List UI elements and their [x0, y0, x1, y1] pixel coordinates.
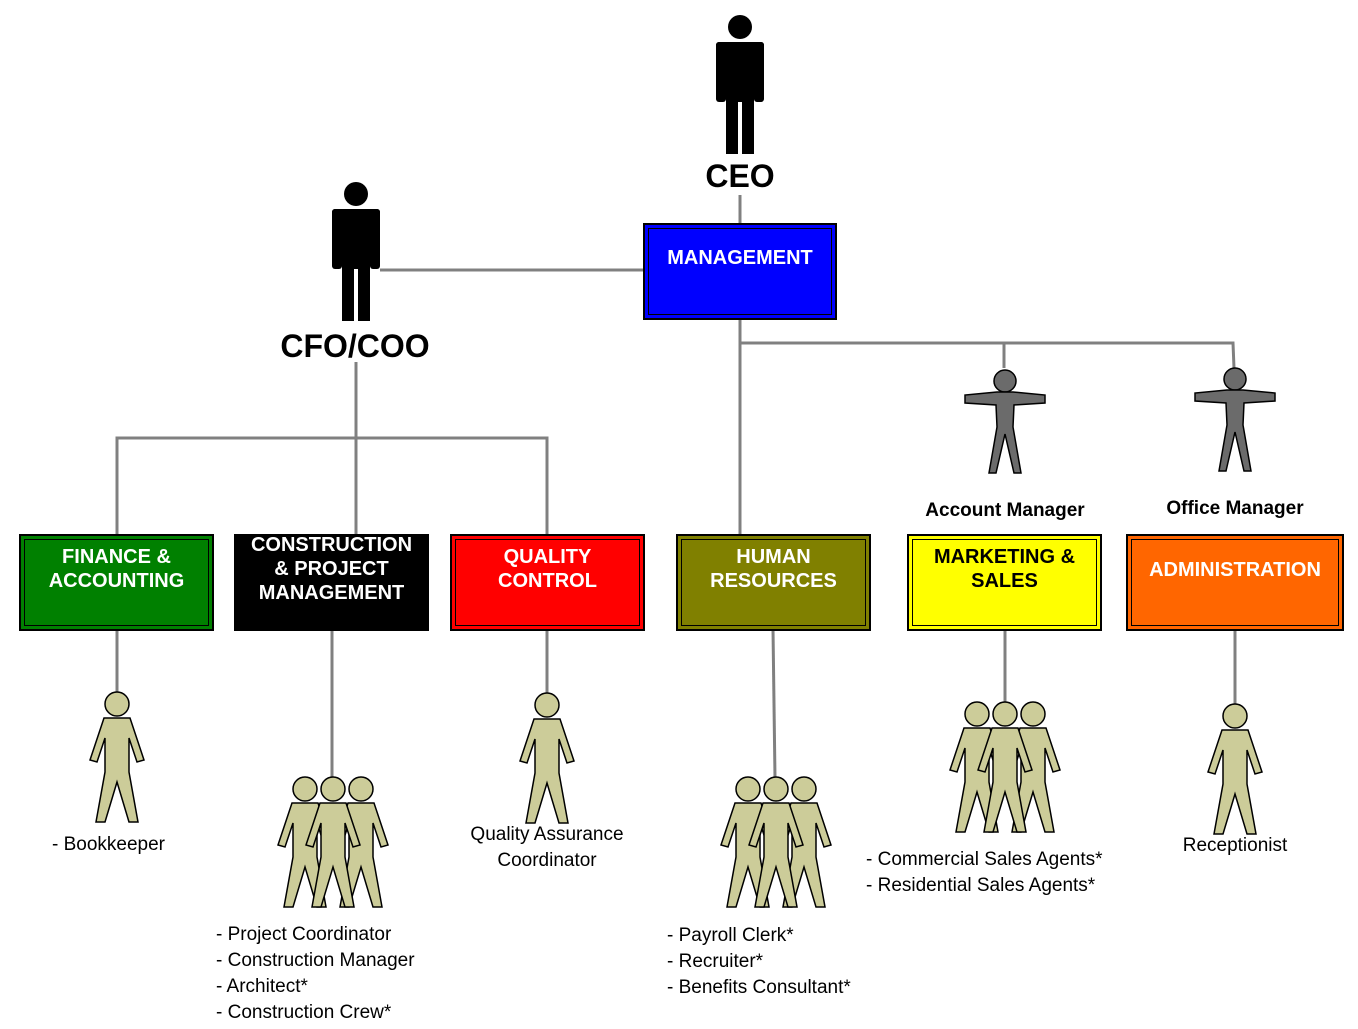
department-box-marketing[interactable]: MARKETING & SALES — [907, 534, 1102, 631]
department-box-quality[interactable]: QUALITY CONTROL — [450, 534, 645, 631]
department-label: HUMAN RESOURCES — [710, 546, 837, 592]
ceo-person-icon — [716, 15, 764, 154]
department-box-finance[interactable]: FINANCE & ACCOUNTING — [19, 534, 214, 631]
bookkeeper-person-icon — [89, 691, 145, 823]
cfo-person-icon — [332, 182, 380, 321]
department-box-inner-border — [912, 539, 1097, 626]
finance-staff-list: - Bookkeeper — [52, 832, 165, 858]
staff-item: - Commercial Sales Agents* — [866, 849, 1103, 870]
staff-item: - Project Coordinator — [216, 924, 392, 945]
staff-item: Quality Assurance — [470, 824, 624, 845]
hr-staff-group-icon — [720, 776, 832, 908]
sales-staff-group-icon — [949, 701, 1061, 833]
management-label: MANAGEMENT — [667, 247, 813, 269]
staff-item: Coordinator — [497, 850, 597, 871]
staff-item: - Construction Crew* — [216, 1002, 392, 1023]
construction-staff-group-icon — [277, 776, 389, 908]
staff-item: - Bookkeeper — [52, 834, 166, 855]
quality-staff-list: Quality Assurance Coordinator — [447, 822, 647, 874]
department-label: QUALITY CONTROL — [498, 546, 597, 592]
management-box-inner-border — [648, 228, 832, 315]
ceo-label: CEO — [705, 158, 775, 194]
department-box-inner-border — [455, 539, 640, 626]
department-label: MARKETING & SALES — [933, 546, 1076, 592]
staff-item: - Benefits Consultant* — [667, 977, 851, 998]
department-label: ADMINISTRATION — [1149, 559, 1321, 581]
cfo-label: CFO/COO — [280, 328, 430, 364]
hr-staff-line — [771, 628, 777, 779]
cfo-branch-line — [115, 436, 549, 536]
office-manager-label: Office Manager — [1166, 498, 1304, 519]
staff-item: - Construction Manager — [216, 950, 415, 971]
hr-staff-list: - Payroll Clerk* - Recruiter* - Benefits… — [667, 923, 851, 1001]
quality-assurance-person-icon — [519, 692, 575, 824]
management-branch-line — [740, 341, 1236, 369]
staff-item: - Architect* — [216, 976, 308, 997]
department-box-administration[interactable]: ADMINISTRATION — [1126, 534, 1344, 631]
staff-item: - Residential Sales Agents* — [866, 875, 1096, 896]
construction-staff-list: - Project Coordinator - Construction Man… — [216, 922, 415, 1026]
department-box-hr[interactable]: HUMAN RESOURCES — [676, 534, 871, 631]
marketing-staff-list: - Commercial Sales Agents* - Residential… — [866, 847, 1103, 899]
department-box-inner-border — [24, 539, 209, 626]
account-manager-label: Account Manager — [925, 500, 1085, 521]
department-box-inner-border — [681, 539, 866, 626]
department-box-inner-border — [1131, 539, 1339, 626]
staff-item: - Payroll Clerk* — [667, 925, 794, 946]
receptionist-person-icon — [1207, 703, 1263, 835]
department-label: FINANCE & ACCOUNTING — [48, 546, 185, 592]
staff-item: Receptionist — [1182, 835, 1288, 856]
management-box[interactable]: MANAGEMENT — [643, 223, 837, 320]
connector-lines — [115, 195, 1237, 779]
staff-item: - Recruiter* — [667, 951, 764, 972]
department-label: CONSTRUCTION & PROJECT MANAGEMENT — [250, 534, 413, 604]
account-manager-person-icon — [964, 369, 1046, 474]
department-box-construction[interactable]: CONSTRUCTION & PROJECT MANAGEMENT — [234, 534, 429, 631]
office-manager-person-icon — [1194, 367, 1276, 472]
admin-staff-list: Receptionist — [1135, 833, 1335, 859]
